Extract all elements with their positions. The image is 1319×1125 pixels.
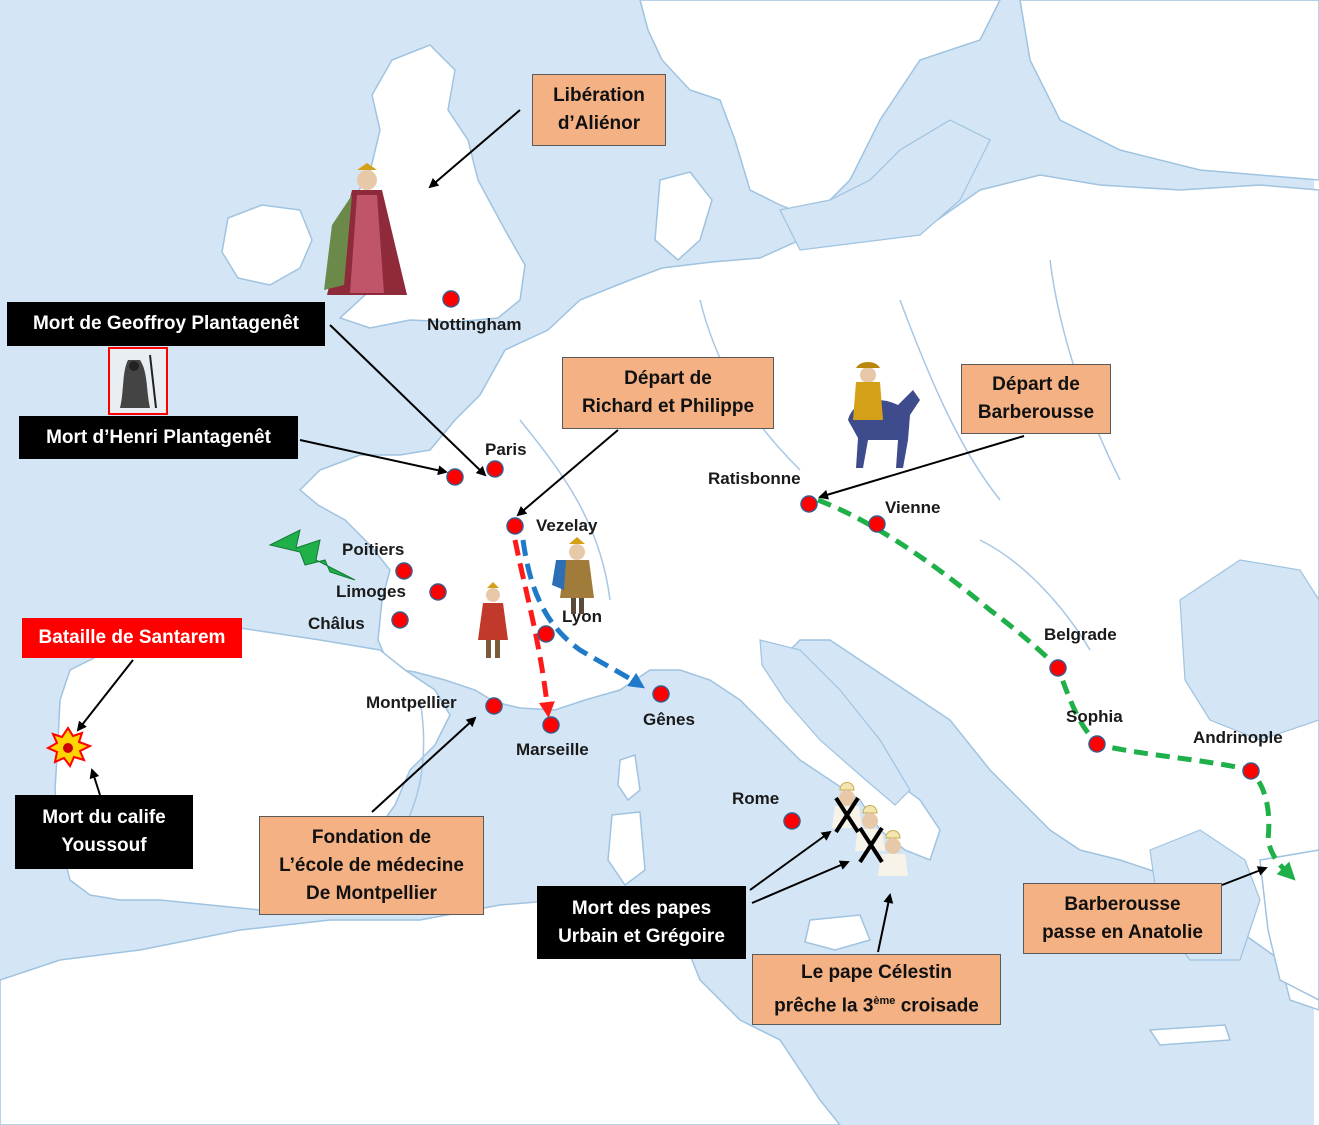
adriatic-sea — [759, 639, 911, 806]
label-limoges: Limoges — [336, 582, 406, 601]
label-andrinople: Andrinople — [1193, 728, 1283, 747]
event-celestin-sup: ème — [873, 994, 896, 1007]
denmark — [654, 171, 713, 262]
event-papes-line1: Mort des papes — [571, 897, 712, 919]
city-labels: Nottingham Paris Vezelay Poitiers Limoge… — [308, 315, 1283, 808]
event-anatolie-line1: Barberousse — [1064, 893, 1181, 915]
barbarossa-horseman-icon — [848, 362, 920, 468]
event-depart-rp-line2: Richard et Philippe — [581, 396, 755, 417]
dot-rome — [783, 812, 801, 830]
dot-paris-b — [486, 460, 504, 478]
king-philippe-icon — [552, 537, 594, 614]
crete — [1148, 1024, 1232, 1046]
label-chalus: Châlus — [308, 614, 365, 633]
dot-andrinople — [1242, 762, 1260, 780]
event-fondation-line2: L’école de médecine — [279, 854, 464, 876]
event-fondation-line3: De Montpellier — [306, 882, 437, 904]
baltic-sea — [779, 119, 991, 251]
event-depart-rp-line1: Départ de — [624, 368, 712, 389]
dot-ratisbonne — [800, 495, 818, 513]
grim-reaper-icon — [108, 347, 168, 415]
event-mort-youssouf: Mort du calife Youssouf — [15, 795, 193, 869]
dot-limoges — [429, 583, 447, 601]
event-depart-barb-line1: Départ de — [992, 374, 1080, 395]
label-rome: Rome — [732, 789, 779, 808]
event-barberousse-anatolie: Barberousse passe en Anatolie — [1023, 883, 1222, 954]
event-liberation-line2: d’Aliénor — [557, 113, 641, 134]
event-henri-line1: Mort d’Henri Plantagenêt — [46, 426, 271, 448]
event-bataille-santarem: Bataille de Santarem — [22, 618, 242, 658]
label-poitiers: Poitiers — [342, 540, 404, 559]
label-sophia: Sophia — [1066, 707, 1123, 726]
event-youssouf-line1: Mort du calife — [42, 807, 166, 828]
event-celestin-line2: prêche la 3ème croisade — [774, 987, 979, 1020]
dot-lyon — [537, 625, 555, 643]
event-liberation-alienor: Libération d’Aliénor — [532, 74, 666, 146]
route-barberousse — [817, 497, 1296, 881]
route-philippe — [520, 539, 645, 689]
anatolia — [1259, 849, 1319, 1001]
event-santarem-line1: Bataille de Santarem — [38, 627, 226, 648]
label-ratisbonne: Ratisbonne — [708, 469, 801, 488]
event-celestin-line2b: croisade — [895, 995, 979, 1017]
city-dots — [391, 290, 1260, 830]
event-fondation-ecole: Fondation de L’école de médecine De Mont… — [259, 816, 484, 915]
label-genes: Gênes — [643, 710, 695, 729]
dot-marseille — [542, 716, 560, 734]
king-richard-icon — [478, 582, 508, 658]
dot-paris-a — [446, 468, 464, 486]
black-sea — [1179, 559, 1319, 741]
finland — [1019, 0, 1319, 181]
event-depart-richard-philippe: Départ de Richard et Philippe — [562, 357, 774, 429]
label-paris: Paris — [485, 440, 527, 459]
dot-chalus — [391, 611, 409, 629]
event-pape-celestin: Le pape Célestin prêche la 3ème croisade — [752, 954, 1001, 1025]
explosion-icon — [45, 726, 93, 768]
event-mort-geoffroy: Mort de Geoffroy Plantagenêt — [7, 302, 325, 346]
sardinia — [607, 811, 646, 887]
label-marseille: Marseille — [516, 740, 589, 759]
dot-sophia — [1088, 735, 1106, 753]
corsica — [617, 754, 641, 802]
event-papes-line2: Urbain et Grégoire — [558, 925, 725, 947]
event-mort-henri: Mort d’Henri Plantagenêt — [19, 416, 298, 459]
eleanor-figure-icon — [324, 163, 407, 295]
event-liberation-line1: Libération — [553, 85, 645, 106]
scandinavia — [639, 0, 1001, 219]
event-depart-barberousse: Départ de Barberousse — [961, 364, 1111, 434]
lightning-bolt-icon — [268, 529, 356, 581]
cross-mark-icon — [834, 796, 860, 834]
label-belgrade: Belgrade — [1044, 625, 1117, 644]
event-mort-papes: Mort des papes Urbain et Grégoire — [537, 886, 746, 959]
event-celestin-line2a: prêche la 3 — [774, 995, 874, 1017]
event-anatolie-line2: passe en Anatolie — [1042, 921, 1203, 943]
dot-montpellier — [485, 697, 503, 715]
dot-vienne — [868, 515, 886, 533]
event-depart-barb-line2: Barberousse — [977, 402, 1095, 423]
dot-nottingham — [442, 290, 460, 308]
sicily — [804, 914, 872, 951]
pope-icon-group — [832, 782, 908, 876]
ireland — [221, 204, 313, 286]
event-celestin-line1: Le pape Célestin — [801, 961, 952, 983]
label-vezelay: Vezelay — [536, 516, 598, 535]
route-richard — [512, 539, 555, 718]
label-nottingham: Nottingham — [427, 315, 521, 334]
event-youssouf-line2: Youssouf — [61, 835, 147, 856]
dot-belgrade — [1049, 659, 1067, 677]
label-vienne: Vienne — [885, 498, 940, 517]
dot-poitiers — [395, 562, 413, 580]
dot-genes — [652, 685, 670, 703]
pointer-arrows — [76, 109, 1268, 953]
dot-vezelay — [506, 517, 524, 535]
label-montpellier: Montpellier — [366, 693, 457, 712]
event-fondation-line1: Fondation de — [311, 826, 432, 848]
pope-icon — [878, 830, 908, 876]
cross-mark-icon — [858, 826, 884, 864]
event-geoffroy-line1: Mort de Geoffroy Plantagenêt — [32, 313, 300, 334]
